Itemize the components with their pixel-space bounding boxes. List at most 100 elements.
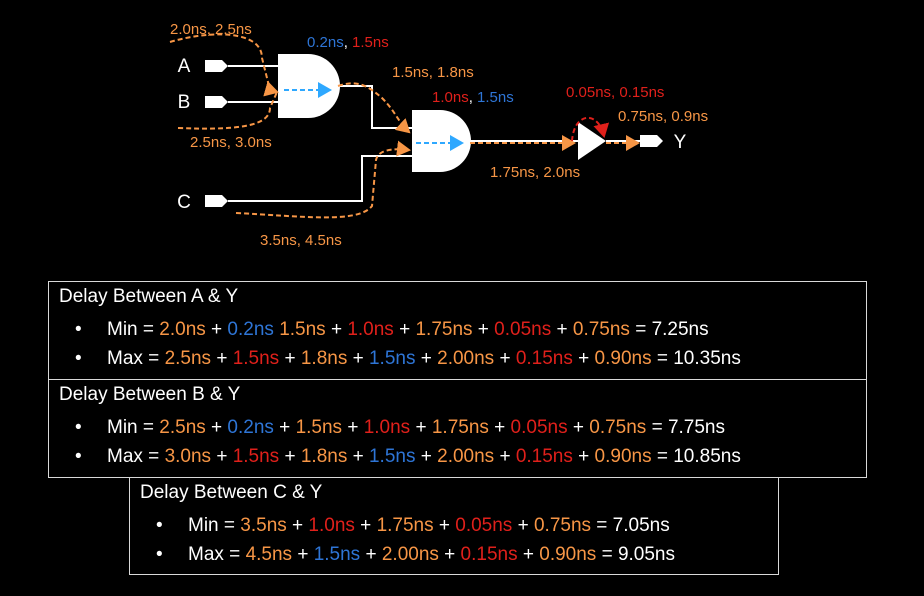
equation-term: = 10.85ns xyxy=(651,446,741,467)
wires xyxy=(228,65,640,202)
equation-term: = 7.05ns xyxy=(591,515,670,536)
delay-label-wire2buf: 1.75ns, 2.0ns xyxy=(490,164,580,181)
equation-term: + xyxy=(494,446,516,467)
equation-term: 3.5ns xyxy=(240,515,287,536)
equation-term: + xyxy=(286,515,309,536)
equation-term: 1.8ns xyxy=(300,446,348,467)
delay-label-buffer: 0.05ns, 0.15ns xyxy=(566,84,664,101)
equation-term: 1.5ns xyxy=(295,417,343,438)
output-label-y: Y xyxy=(674,132,687,153)
equation-term: + xyxy=(488,417,511,438)
equation-term: = 9.05ns xyxy=(596,544,675,565)
equation-term: 1.5ns xyxy=(368,348,416,369)
equation-term: 0.2ns xyxy=(227,417,274,438)
equation-term: 0.90ns xyxy=(594,446,652,467)
equation-term: 1.5ns xyxy=(232,446,280,467)
equation-term: Min = xyxy=(107,417,160,438)
box-delay-a-y: Delay Between A & Y •Min = 2.0ns + 0.2ns… xyxy=(48,281,867,380)
bullet: • xyxy=(156,544,163,565)
equation-term: 0.90ns xyxy=(594,348,652,369)
equation-term: + xyxy=(494,348,516,369)
equation-term: + xyxy=(205,319,228,340)
equation-term: 0.90ns xyxy=(539,544,597,565)
bullet: • xyxy=(75,417,82,438)
equation-term: 2.5ns xyxy=(159,417,206,438)
equation-term: + xyxy=(360,544,382,565)
equation-term: + xyxy=(273,417,296,438)
equation-term: 1.75ns xyxy=(376,515,434,536)
equation-term: 1.75ns xyxy=(415,319,473,340)
delay-label-b-wire: 2.5ns, 3.0ns xyxy=(190,134,272,151)
buffer-delay-path xyxy=(571,116,610,142)
equation-term: + xyxy=(279,446,301,467)
equation-term: 0.75ns xyxy=(589,417,647,438)
equation-term: + xyxy=(433,515,456,536)
equation-term: + xyxy=(211,348,233,369)
equation-term: 2.5ns xyxy=(164,348,212,369)
equation-term: + xyxy=(512,515,534,536)
equation-term: 0.15ns xyxy=(460,544,518,565)
delay-label-gate2: 1.0ns, 1.5ns xyxy=(432,89,514,106)
equation-term: 1.5ns xyxy=(232,348,280,369)
equation-term: = 10.35ns xyxy=(651,348,741,369)
delay-label-buffer-out: 0.75ns, 0.9ns xyxy=(618,108,708,125)
equation-term: + xyxy=(567,417,590,438)
equation-term: + xyxy=(279,348,301,369)
equation-term: + xyxy=(205,417,228,438)
box-title: Delay Between B & Y xyxy=(59,384,241,405)
equation-term: + xyxy=(347,348,369,369)
equation-term: + xyxy=(517,544,540,565)
output-pin-y xyxy=(640,135,663,147)
wire-delay-paths xyxy=(169,33,640,219)
equation-term: 1.5ns xyxy=(313,544,361,565)
equation-term: 0.15ns xyxy=(515,348,573,369)
equation-term: + xyxy=(572,446,595,467)
input-pin-a xyxy=(205,60,228,72)
equation-term: 0.05ns xyxy=(455,515,513,536)
input-label-a: A xyxy=(178,56,191,77)
equation-term: + xyxy=(354,515,377,536)
equation-term: + xyxy=(211,446,233,467)
input-label-c: C xyxy=(177,192,191,213)
equation-term: 1.0ns xyxy=(308,515,355,536)
equation-term: 4.5ns xyxy=(245,544,293,565)
equation-term: 1.5ns xyxy=(368,446,416,467)
bullet: • xyxy=(156,515,163,536)
input-label-b: B xyxy=(178,92,191,113)
equation-term: 0.05ns xyxy=(510,417,568,438)
equation-term: + xyxy=(325,319,348,340)
input-pin-b xyxy=(205,96,228,108)
bullet: • xyxy=(75,446,82,467)
equation-term: 2.00ns xyxy=(381,544,439,565)
delay-label-gate1: 0.2ns, 1.5ns xyxy=(307,34,389,51)
equation-term: + xyxy=(292,544,314,565)
equation-max: •Max = 2.5ns + 1.5ns + 1.8ns + 1.5ns + 2… xyxy=(75,348,741,370)
equation-term: 2.0ns xyxy=(159,319,206,340)
equation-term: 0.05ns xyxy=(494,319,552,340)
equation-term: + xyxy=(342,417,364,438)
equation-term: + xyxy=(572,348,595,369)
box-delay-b-y: Delay Between B & Y • Min = 2.5ns + 0.2ns… xyxy=(48,379,867,478)
bullet: • xyxy=(75,319,82,340)
equation-min: • Min = 2.5ns + 0.2ns + 1.5ns + 1.0ns + 1… xyxy=(75,417,725,439)
bullet: • xyxy=(75,348,82,369)
equation-term: + xyxy=(472,319,495,340)
input-pin-c xyxy=(205,195,228,207)
equation-term: + xyxy=(438,544,461,565)
equation-max: •Max = 3.0ns + 1.5ns + 1.8ns + 1.5ns + 2… xyxy=(75,446,741,468)
equation-term: Max = xyxy=(107,348,165,369)
equation-min: • Min = 3.5ns + 1.0ns + 1.75ns + 0.05ns +… xyxy=(156,515,670,537)
box-title: Delay Between A & Y xyxy=(59,286,239,307)
equation-term: 1.0ns xyxy=(363,417,411,438)
delay-label-c-wire: 3.5ns, 4.5ns xyxy=(260,232,342,249)
equation-term: = 7.75ns xyxy=(646,417,725,438)
box-delay-c-y: Delay Between C & Y • Min = 3.5ns + 1.0ns… xyxy=(129,477,779,575)
equation-term: + xyxy=(551,319,573,340)
box-title: Delay Between C & Y xyxy=(140,482,323,503)
equation-term: + xyxy=(410,417,432,438)
equation-term: Min = xyxy=(188,515,241,536)
equation-term: 1.5ns xyxy=(279,319,326,340)
buffer-gate xyxy=(578,122,606,160)
equation-term: + xyxy=(415,446,438,467)
equation-term: 1.75ns xyxy=(431,417,489,438)
